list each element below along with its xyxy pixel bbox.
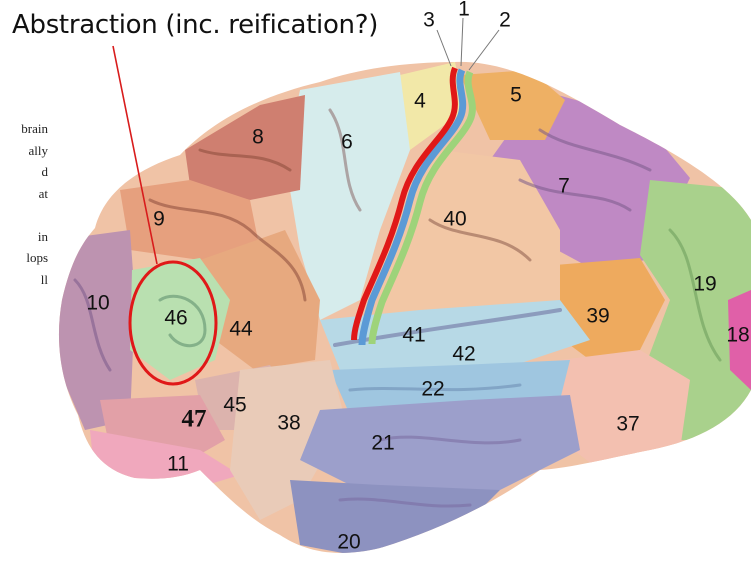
pointer-line xyxy=(112,45,158,265)
label-3: 3 xyxy=(423,9,435,32)
area-1-strip xyxy=(358,68,467,346)
area-3-strip xyxy=(351,66,458,341)
top-label-pointers xyxy=(436,17,500,71)
label-45: 45 xyxy=(223,394,246,417)
side-text-line: in xyxy=(37,228,48,244)
slide-title: Abstraction (inc. reification?) xyxy=(12,10,379,40)
side-text-line: ll xyxy=(40,271,48,287)
label-20: 20 xyxy=(337,531,360,554)
side-text-line: lops xyxy=(26,250,48,265)
label-40: 40 xyxy=(443,208,466,231)
label-7: 7 xyxy=(558,175,570,198)
label-18: 18 xyxy=(726,324,749,347)
area-38-region xyxy=(230,360,345,520)
label-6: 6 xyxy=(341,131,353,154)
label-1: 1 xyxy=(458,0,470,21)
area-20-region xyxy=(290,480,500,553)
area-5-region xyxy=(460,70,565,140)
label-2: 2 xyxy=(499,9,511,32)
label-21: 21 xyxy=(371,432,394,455)
area-labels: 3 1 2 4 5 6 7 8 9 10 11 18 19 20 21 22 3… xyxy=(86,0,749,554)
label-11: 11 xyxy=(167,453,189,476)
label-10: 10 xyxy=(86,292,109,315)
side-text-line: at xyxy=(38,185,48,201)
cropped-side-text: brain ally d at in lops ll xyxy=(0,118,48,290)
area-41-42-region xyxy=(320,300,590,375)
side-text-line: d xyxy=(41,164,49,179)
area-6-region xyxy=(285,72,410,320)
label-44: 44 xyxy=(229,318,253,341)
brain-folds xyxy=(73,108,722,508)
label-38: 38 xyxy=(277,412,300,435)
label-46: 46 xyxy=(164,307,187,330)
label-8: 8 xyxy=(252,126,264,149)
area-21-region xyxy=(300,395,580,490)
side-text-line: brain xyxy=(21,121,48,136)
label-22: 22 xyxy=(421,378,444,401)
label-41: 41 xyxy=(402,324,425,347)
area-37-region xyxy=(560,350,690,470)
side-text-line: ally xyxy=(28,142,49,158)
label-39: 39 xyxy=(586,305,609,328)
area-9-region xyxy=(120,180,260,260)
label-19: 19 xyxy=(693,273,716,296)
area-46-region xyxy=(130,258,230,380)
label-5: 5 xyxy=(510,84,522,107)
area-46-highlight-circle xyxy=(128,260,218,386)
area-18-region xyxy=(728,290,751,390)
label-47: 47 xyxy=(182,406,207,433)
label-42: 42 xyxy=(452,343,475,366)
label-9: 9 xyxy=(153,208,165,231)
label-37: 37 xyxy=(616,413,639,436)
central-sulcus-strips xyxy=(351,66,476,346)
label-4: 4 xyxy=(414,90,426,113)
area-2-strip xyxy=(368,70,476,345)
area-8-region xyxy=(185,95,305,200)
